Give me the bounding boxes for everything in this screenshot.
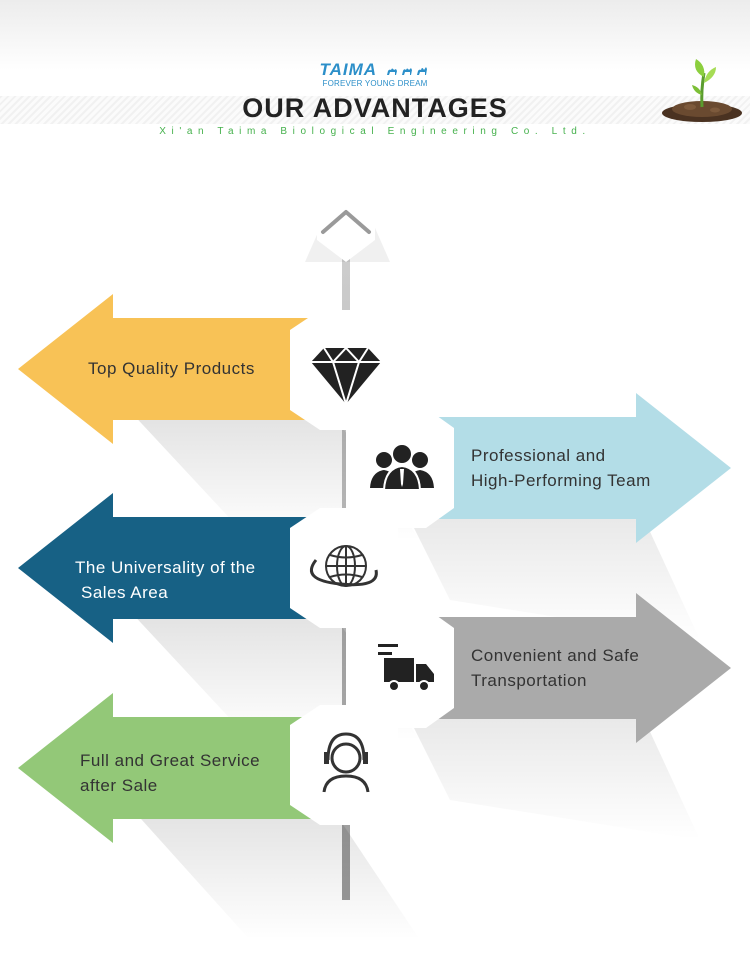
hexagon-badge-4: [346, 608, 454, 728]
headset-support-icon: [322, 732, 370, 793]
advantage-label-universality-sales-area: The Universality of the Sales Area: [75, 558, 256, 602]
chevron-up-icon: [321, 210, 371, 234]
delivery-truck-icon: [378, 644, 434, 692]
arrow-after-sale-service: [18, 693, 346, 843]
sprout-in-soil-icon: [662, 59, 742, 122]
company-name-subtitle: Xi'an Taima Biological Engineering Co. L…: [159, 126, 591, 137]
hexagon-badge-5: [290, 705, 398, 825]
camel-caravan-icon: [386, 67, 427, 75]
hexagon-badge-2: [346, 408, 454, 528]
header-stripe-band: [0, 96, 750, 124]
team-icon: [370, 443, 434, 491]
advantage-label-convenient-transportation: Convenient and Safe Transportation: [471, 646, 640, 690]
logo-tagline: FOREVER YOUNG DREAM: [322, 79, 428, 88]
company-logo: TAIMA FOREVER YOUNG DREAM: [0, 60, 750, 88]
header-background: [0, 0, 750, 70]
advantage-label-after-sale-service: Full and Great Service after Sale: [80, 751, 261, 795]
logo-wordmark: TAIMA: [319, 60, 378, 79]
page-title: OUR ADVANTAGES: [242, 93, 508, 123]
diamond-icon: [311, 346, 381, 408]
arrow-top-quality-products: [18, 294, 346, 444]
globe-icon: [310, 545, 378, 587]
timeline-top-cap: [305, 205, 390, 262]
advantage-label-top-quality-products: Top Quality Products: [88, 359, 255, 378]
hexagon-badge-1: [290, 310, 398, 430]
hexagon-badge-3: [290, 508, 398, 628]
advantage-label-professional-team: Professional and High-Performing Team: [471, 446, 651, 490]
arrow-universality-sales-area: [18, 493, 346, 643]
